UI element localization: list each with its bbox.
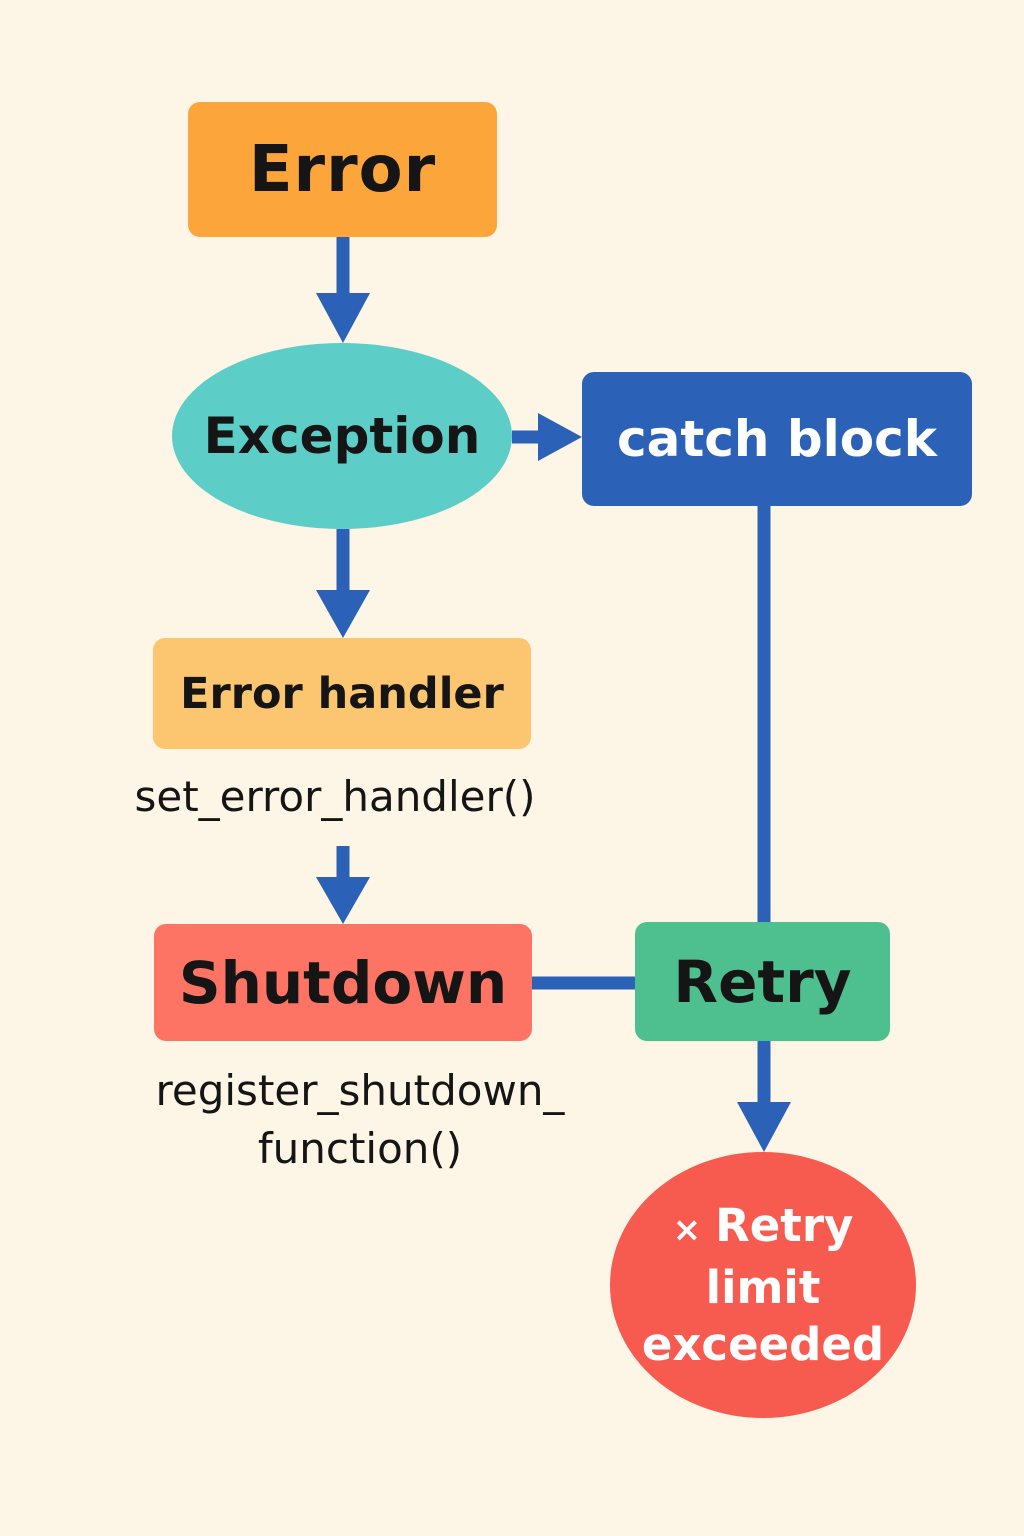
arrowhead-down-icon xyxy=(737,1102,791,1152)
shutdown-node: Shutdown xyxy=(154,924,532,1041)
arrowhead-right-icon xyxy=(538,413,582,461)
exception-label: Exception xyxy=(203,407,481,465)
shutdown-function-label-line1: register_shutdown_ xyxy=(155,1066,565,1115)
shutdown-label: Shutdown xyxy=(178,948,508,1017)
shutdown-function-label-line2: function() xyxy=(257,1124,463,1173)
arrowhead-down-icon xyxy=(316,590,370,638)
error-node: Error xyxy=(188,102,497,237)
retry-node: Retry xyxy=(635,922,890,1041)
error-handler-node: Error handler xyxy=(153,638,531,749)
catch-block-label: catch block xyxy=(616,410,938,468)
close-x-icon: × xyxy=(672,1210,702,1250)
retry-limit-word1: Retry xyxy=(715,1199,854,1252)
retry-label: Retry xyxy=(673,947,852,1016)
error-label: Error xyxy=(248,132,437,207)
arrowhead-down-icon xyxy=(316,877,370,924)
catch-block-node: catch block xyxy=(582,372,972,506)
retry-limit-line2: limit xyxy=(705,1261,821,1314)
retry-limit-exceeded-node: × Retry limit exceeded xyxy=(610,1152,916,1418)
error-handler-function-label: set_error_handler() xyxy=(134,772,536,821)
exception-node: Exception xyxy=(172,343,512,529)
error-handler-label: Error handler xyxy=(180,668,504,719)
retry-limit-line1: × Retry xyxy=(673,1197,854,1259)
arrowhead-down-icon xyxy=(316,293,370,343)
retry-limit-line3: exceeded xyxy=(641,1318,885,1371)
